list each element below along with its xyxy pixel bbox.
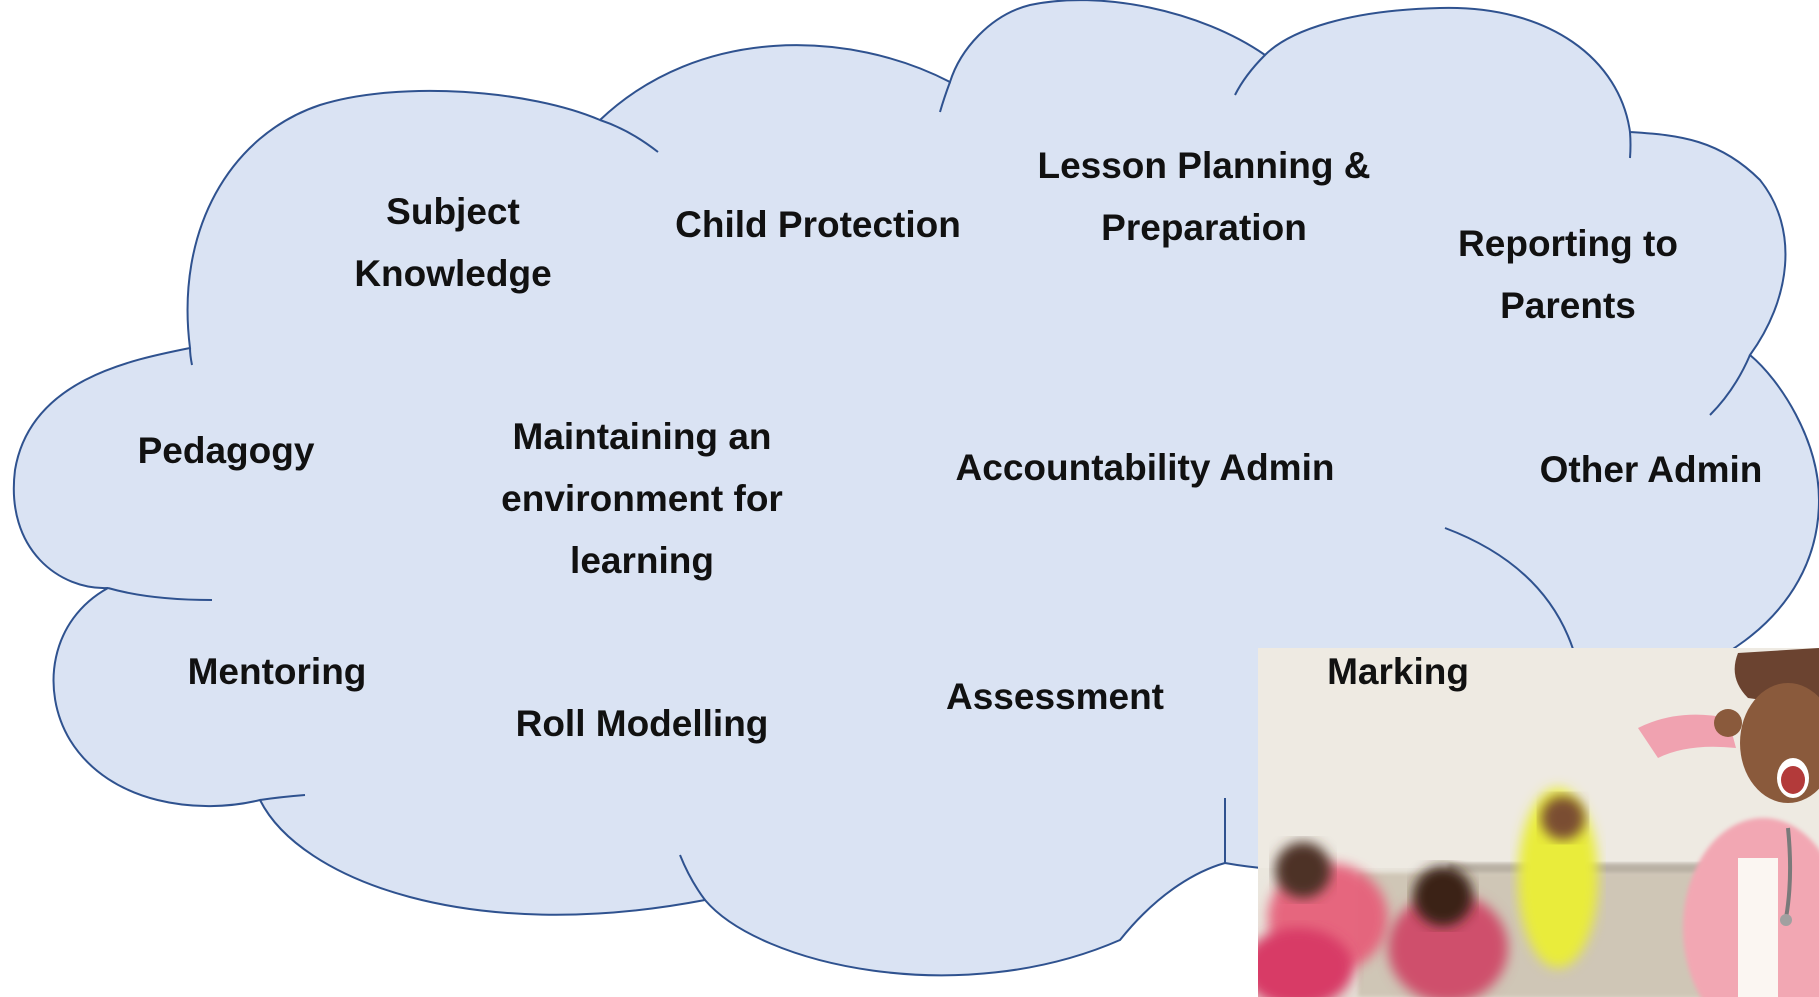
label-lesson-planning: Lesson Planning & Preparation <box>1037 145 1371 248</box>
cloud-arc <box>259 794 306 801</box>
stressed-teacher-classroom-photo-icon <box>1258 648 1819 997</box>
label-mentoring: Mentoring <box>187 651 367 692</box>
label-child-protection: Child Protection <box>675 204 961 245</box>
label-maintaining-environment: Maintaining an environment for learning <box>501 416 783 581</box>
stressed-teacher-photo <box>1258 648 1819 997</box>
cloud-arc <box>679 854 706 901</box>
cloud-arc <box>1234 54 1266 96</box>
cloud-arc <box>939 81 951 113</box>
label-assessment: Assessment <box>945 676 1165 717</box>
label-pedagogy: Pedagogy <box>137 430 315 471</box>
cloud-arc <box>599 119 659 153</box>
label-other-admin: Other Admin <box>1539 449 1763 490</box>
label-subject-knowledge: Subject Knowledge <box>354 191 552 294</box>
label-reporting-to-parents: Reporting to Parents <box>1458 223 1678 326</box>
cloud-arc <box>189 347 193 366</box>
cloud-arc <box>107 587 213 601</box>
label-accountability-admin: Accountability Admin <box>955 447 1335 488</box>
label-roll-modelling: Roll Modelling <box>515 703 769 744</box>
cloud-arc <box>1629 131 1632 159</box>
label-marking: Marking <box>1327 651 1469 692</box>
cloud-arc <box>1709 354 1751 416</box>
